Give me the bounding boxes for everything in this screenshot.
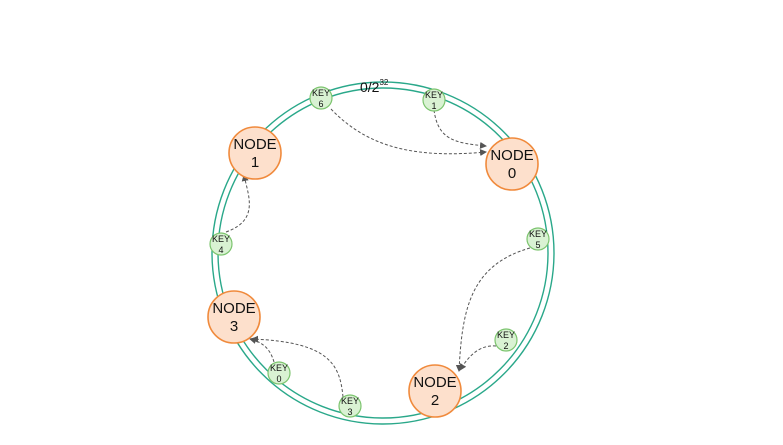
- key-0-label-line2: 0: [276, 374, 281, 384]
- key-4-circle: [209, 232, 233, 256]
- key-6-circle: [309, 86, 333, 110]
- arrow-key-3-to-node-3: [251, 335, 344, 398]
- arrow-key-6-to-node-0: [330, 108, 487, 157]
- node-2: NODE 2: [408, 364, 462, 418]
- key-0-label-line1: KEY: [270, 363, 288, 373]
- key-2-label-line1: KEY: [497, 330, 515, 340]
- key-5-label-line2: 5: [535, 240, 540, 250]
- arrow-key-5-to-node-2: [455, 247, 531, 372]
- key-4-label-line2: 4: [218, 245, 223, 255]
- key-4: KEY 4: [209, 232, 233, 256]
- hash-ring-outer: [211, 81, 555, 425]
- key-5: KEY 5: [526, 227, 550, 251]
- key-0: KEY 0: [267, 361, 291, 385]
- key-assignment-arrows: [225, 108, 531, 398]
- node-3-circle: [207, 290, 261, 344]
- node-2-label-line2: 2: [431, 392, 439, 409]
- key-1: KEY 1: [422, 88, 446, 112]
- key-3-circle: [338, 394, 362, 418]
- arrow-key-0-to-node-3: [249, 337, 275, 363]
- key-5-label-line1: KEY: [529, 229, 547, 239]
- node-1-circle: [228, 126, 282, 180]
- key-6-label-line1: KEY: [312, 88, 330, 98]
- node-0: NODE 0: [485, 137, 539, 191]
- arrow-key-4-to-node-1: [225, 174, 250, 233]
- node-3: NODE 3: [207, 290, 261, 344]
- key-0-circle: [267, 361, 291, 385]
- node-2-label-line1: NODE: [413, 374, 456, 391]
- node-3-label-line1: NODE: [212, 300, 255, 317]
- ring-origin-label: 0/232: [360, 78, 389, 95]
- key-3-label-line1: KEY: [341, 396, 359, 406]
- arrow-key-2-to-node-2: [459, 345, 497, 371]
- node-2-circle: [408, 364, 462, 418]
- key-3-label-line2: 3: [347, 407, 352, 417]
- key-2: KEY 2: [494, 328, 518, 352]
- key-1-label-line1: KEY: [425, 90, 443, 100]
- node-0-label-line2: 0: [508, 165, 516, 182]
- node-3-label-line2: 3: [230, 318, 238, 335]
- key-1-label-line2: 1: [431, 101, 436, 111]
- node-1-label-line1: NODE: [233, 136, 276, 153]
- key-2-circle: [494, 328, 518, 352]
- key-6: KEY 6: [309, 86, 333, 110]
- arrow-key-1-to-node-0: [433, 109, 487, 149]
- key-5-circle: [526, 227, 550, 251]
- key-6-label-line2: 6: [318, 99, 323, 109]
- key-4-label-line1: KEY: [212, 234, 230, 244]
- node-1-label-line2: 1: [251, 154, 259, 171]
- key-3: KEY 3: [338, 394, 362, 418]
- node-0-label-line1: NODE: [490, 147, 533, 164]
- node-0-circle: [485, 137, 539, 191]
- key-2-label-line2: 2: [503, 341, 508, 351]
- node-1: NODE 1: [228, 126, 282, 180]
- key-1-circle: [422, 88, 446, 112]
